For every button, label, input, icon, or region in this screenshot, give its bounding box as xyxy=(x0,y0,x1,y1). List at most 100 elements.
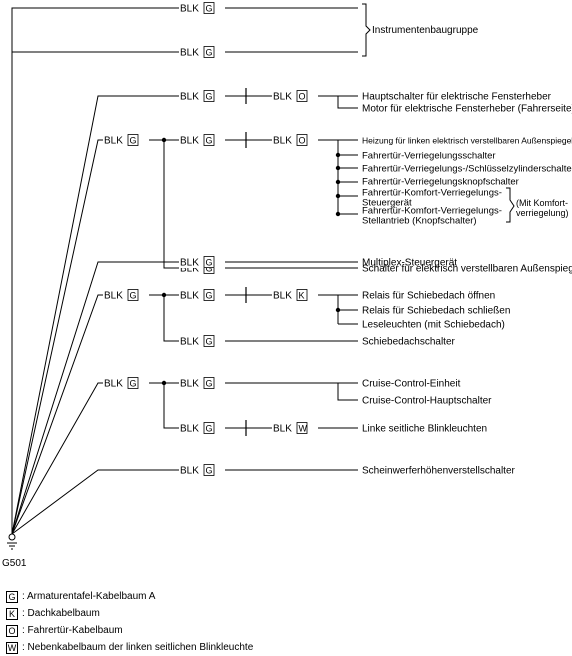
connector-code: K xyxy=(299,291,305,301)
connector-code-box xyxy=(296,422,308,434)
wire-color-label: BLK xyxy=(180,92,199,103)
connector-code-box xyxy=(203,335,215,347)
splice-dot xyxy=(335,179,341,185)
group-label-comfort: (Mit Komfort-verriegelung) xyxy=(516,198,569,218)
connector-code: G xyxy=(130,136,137,146)
legend: G : Armaturentafel-Kabelbaum A K : Dachk… xyxy=(6,588,253,656)
wire-color-label: BLK xyxy=(180,466,199,477)
wire-color-label: BLK xyxy=(180,258,199,269)
component-label: Fahrertür-Verriegelungs-/Schlüsselzylind… xyxy=(362,164,572,175)
wire-color-label: BLK xyxy=(273,136,292,147)
wire-segment xyxy=(11,139,358,535)
legend-text: : Dachkabelbaum xyxy=(22,608,100,619)
component-label: Fahrertür-Komfort-Verriegelungs-Steuerge… xyxy=(362,188,502,209)
connector-code-box: K xyxy=(6,607,18,620)
connector-code-box: O xyxy=(6,624,18,637)
component-label: Fahrertür-Komfort-Verriegelungs-Stellant… xyxy=(362,206,502,227)
wire-segment xyxy=(362,3,371,57)
component-label: Relais für Schiebedach schließen xyxy=(362,306,510,317)
splice-dot xyxy=(335,307,341,313)
connector-code: G xyxy=(206,424,213,434)
wire-segment xyxy=(11,261,358,535)
wire-segment xyxy=(11,95,358,535)
wire-segment xyxy=(11,382,358,535)
component-label: Leseleuchten (mit Schiebedach) xyxy=(362,320,505,331)
legend-text: : Nebenkabelbaum der linken seitlichen B… xyxy=(22,642,254,653)
legend-item-o: O : Fahrertür-Kabelbaum xyxy=(6,622,253,639)
legend-text: : Armaturentafel-Kabelbaum A xyxy=(22,591,156,602)
connector-code-box xyxy=(203,46,215,58)
wire-color-label: BLK xyxy=(104,136,123,147)
component-label: Schiebedachschalter xyxy=(362,337,456,348)
connector-code: G xyxy=(130,291,137,301)
connector-code: G xyxy=(206,258,213,268)
wire-segment xyxy=(11,469,358,535)
connector-code-box xyxy=(127,377,139,389)
legend-item-k: K : Dachkabelbaum xyxy=(6,605,253,622)
connector-code-box xyxy=(203,289,215,301)
wire-segment xyxy=(11,7,358,534)
connector-code-box: G xyxy=(6,590,18,603)
legend-item-g: G : Armaturentafel-Kabelbaum A xyxy=(6,588,253,605)
connector-code: G xyxy=(206,92,213,102)
component-label: Multiplex-Steuergerät xyxy=(362,258,457,269)
connector-code-box xyxy=(203,422,215,434)
component-label: Linke seitliche Blinkleuchten xyxy=(362,424,487,435)
connector-code-box xyxy=(203,377,215,389)
wire-color-label: BLK xyxy=(180,291,199,302)
connector-code: G xyxy=(206,291,213,301)
group-label-instrument: Instrumentenbaugruppe xyxy=(372,25,479,36)
connector-code-box: W xyxy=(6,641,18,654)
wire-color-label: BLK xyxy=(180,48,199,59)
connector-code-box xyxy=(203,464,215,476)
connector-code: O xyxy=(299,92,306,102)
connector-code: G xyxy=(206,48,213,58)
ground-label: G501 xyxy=(2,558,27,569)
component-label: Scheinwerferhöhenverstellschalter xyxy=(362,466,516,477)
splice-dot xyxy=(335,165,341,171)
legend-item-w: W : Nebenkabelbaum der linken seitlichen… xyxy=(6,639,253,656)
component-label: Relais für Schiebedach öffnen xyxy=(362,291,495,302)
wire-color-label: BLK xyxy=(273,291,292,302)
wire-segment xyxy=(506,187,515,223)
component-label: Hauptschalter für elektrische Fensterheb… xyxy=(362,92,552,103)
connector-code-box xyxy=(127,134,139,146)
connector-code: O xyxy=(299,136,306,146)
wire-color-label: BLK xyxy=(180,379,199,390)
wire-color-label: BLK xyxy=(104,291,123,302)
wire-color-label: BLK xyxy=(180,136,199,147)
connector-code: G xyxy=(206,264,213,274)
legend-text: : Fahrertür-Kabelbaum xyxy=(22,625,123,636)
component-label: Fahrertür-Verriegelungsknopfschalter xyxy=(362,177,519,188)
connector-code-box xyxy=(296,134,308,146)
connector-code-box xyxy=(203,90,215,102)
wire-color-label: BLK xyxy=(180,424,199,435)
wire-color-label: BLK xyxy=(180,337,199,348)
wire-color-label: BLK xyxy=(180,264,199,275)
splice-dot xyxy=(335,193,341,199)
wire-color-label: BLK xyxy=(273,92,292,103)
wire-segment xyxy=(11,294,358,535)
component-label: Cruise-Control-Einheit xyxy=(362,379,461,390)
component-label: Heizung für linken elektrisch verstellba… xyxy=(362,136,572,146)
component-label: Cruise-Control-Hauptschalter xyxy=(362,396,492,407)
connector-code: W xyxy=(299,424,308,434)
component-label: Motor für elektrische Fensterheber (Fahr… xyxy=(362,104,572,115)
component-label: Schalter für elektrisch verstellbaren Au… xyxy=(362,264,572,275)
wire-segment xyxy=(163,295,358,342)
connector-code: G xyxy=(206,337,213,347)
splice-dot xyxy=(335,211,341,217)
wire-color-label: BLK xyxy=(180,4,199,15)
connector-code-box xyxy=(203,134,215,146)
connector-code: G xyxy=(206,379,213,389)
wire-segment xyxy=(163,140,358,269)
wire-segment xyxy=(337,96,358,109)
wire-segment xyxy=(337,383,358,401)
connector-code-box xyxy=(203,2,215,14)
connector-code-box xyxy=(203,256,215,268)
wire-color-label: BLK xyxy=(273,424,292,435)
connector-code-box xyxy=(127,289,139,301)
wire-color-label: BLK xyxy=(104,379,123,390)
component-label: Fahrertür-Verriegelungsschalter xyxy=(362,151,496,162)
